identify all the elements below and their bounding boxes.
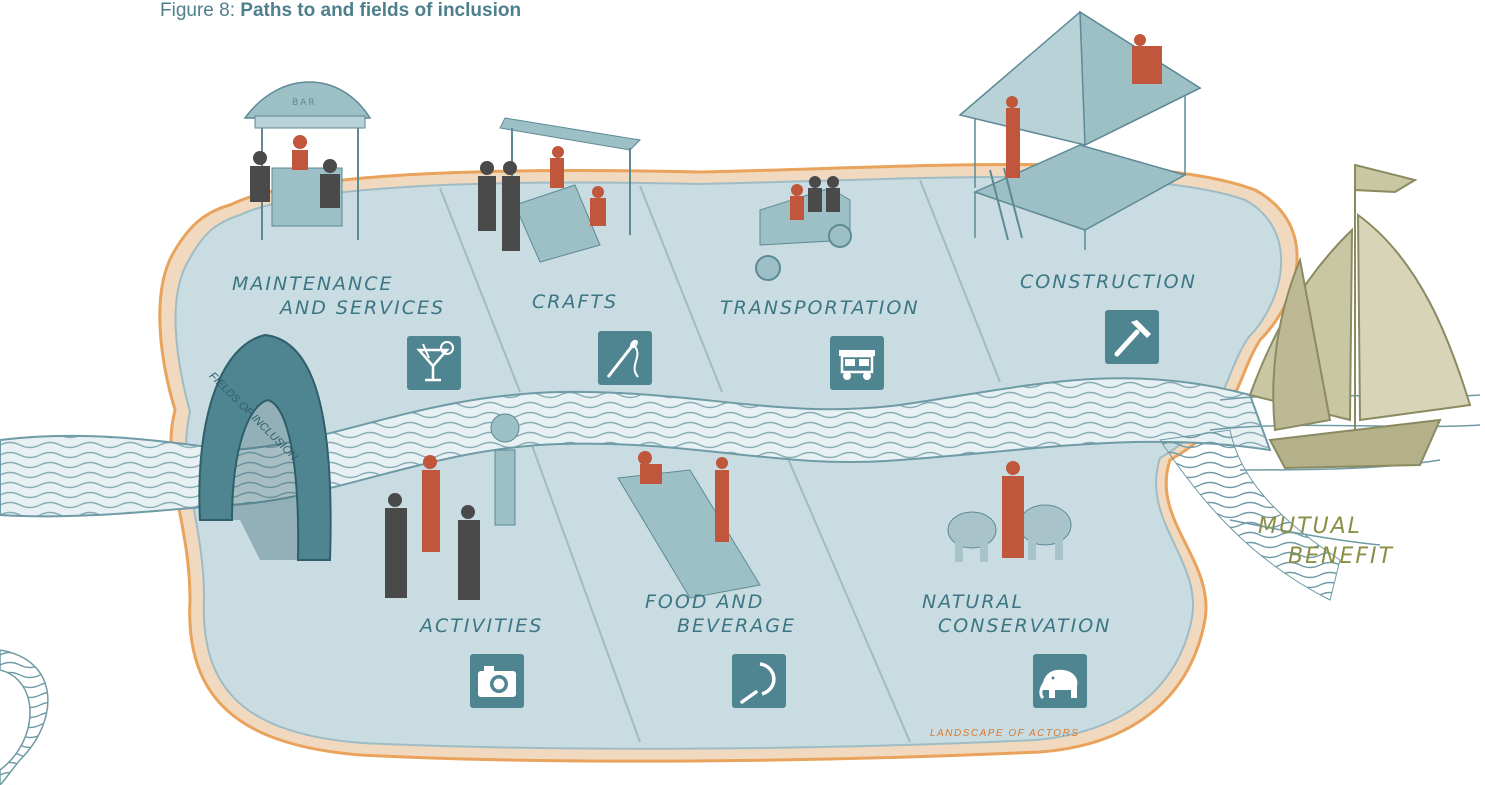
- mutual-benefit-label: MUTUAL BENEFIT: [1258, 512, 1394, 572]
- label-construction: CONSTRUCTION: [1020, 271, 1197, 293]
- mutual-benefit-line2: BENEFIT: [1288, 544, 1394, 569]
- field-dividers: [439, 179, 1001, 743]
- hammer-icon: [1105, 310, 1159, 364]
- label-conservation-line2: CONSERVATION: [938, 615, 1112, 637]
- label-maintenance-line2: AND SERVICES: [280, 297, 446, 319]
- cocktail-icon: [407, 336, 461, 390]
- winding-path: [0, 649, 49, 785]
- bar-hut-scene: [243, 81, 372, 240]
- tuk-tuk-scene: [755, 176, 852, 281]
- elephants-scene: [947, 461, 1072, 562]
- label-activities: ACTIVITIES: [420, 615, 544, 637]
- food-beverage-scene: [617, 451, 761, 599]
- label-maintenance-services: MAINTENANCE AND SERVICES: [232, 272, 445, 320]
- landscape-of-actors-label: LANDSCAPE OF ACTORS: [930, 728, 1080, 739]
- figure-caption-prefix: Figure 8:: [160, 0, 235, 21]
- label-food-line2: BEVERAGE: [677, 615, 796, 637]
- tuk-tuk-icon: [830, 336, 884, 390]
- figure-caption-title: Paths to and fields of inclusion: [240, 0, 522, 21]
- label-food-beverage: FOOD AND BEVERAGE: [645, 590, 796, 638]
- label-conservation-line1: NATURAL: [922, 591, 1025, 613]
- crafts-stall-scene: [478, 117, 642, 263]
- construction-scene: [958, 10, 1202, 250]
- label-transportation: TRANSPORTATION: [720, 297, 920, 319]
- activities-scene: [385, 413, 520, 600]
- needle-thread-icon: [598, 331, 652, 385]
- elephant-icon: [1033, 654, 1087, 708]
- bar-sign: BAR: [292, 98, 317, 108]
- mutual-benefit-line1: MUTUAL: [1258, 514, 1362, 539]
- camera-icon: [470, 654, 524, 708]
- label-crafts: CRAFTS: [532, 291, 619, 313]
- sickle-icon: [732, 654, 786, 708]
- label-maintenance-line1: MAINTENANCE: [232, 273, 394, 295]
- figure-caption: Figure 8: Paths to and fields of inclusi…: [160, 0, 521, 22]
- sailing-boat: [1248, 163, 1472, 470]
- label-natural-conservation: NATURAL CONSERVATION: [922, 590, 1111, 638]
- label-food-line1: FOOD AND: [645, 591, 765, 613]
- fields-of-inclusion-arch: [198, 333, 332, 561]
